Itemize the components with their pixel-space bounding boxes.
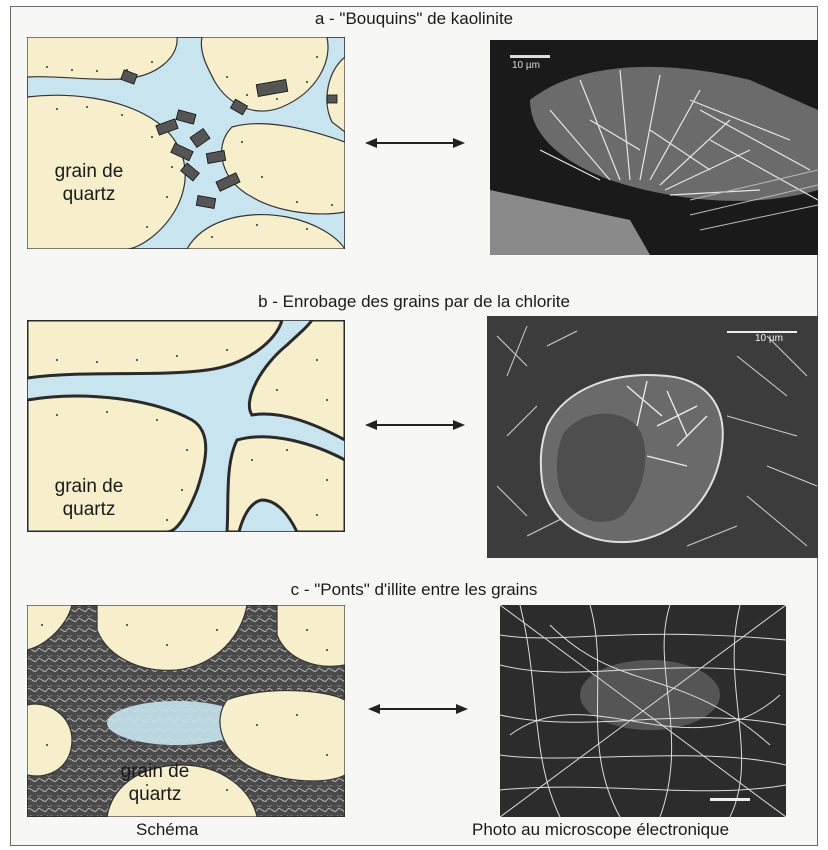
panel-b-sem-photo [487,316,818,558]
grain-label-line-1: grain de [34,160,144,183]
panel-c-title: c - "Ponts" d'illite entre les grains [0,580,828,600]
double-arrow-icon [365,135,465,151]
panel-a-scale-label: 10 µm [512,60,540,71]
grain-label-line-2: quartz [34,498,144,521]
panel-a-sem-photo [490,40,818,255]
panel-b-scale-label: 10 µm [755,333,783,344]
panel-b-title: b - Enrobage des grains par de la chlori… [0,292,828,312]
panel-c-sem-photo [500,605,786,817]
caption-schema: Schéma [136,820,198,840]
grain-label-line-1: grain de [34,475,144,498]
panel-a-grain-label: grain de quartz [34,160,144,206]
double-arrow-icon [365,417,465,433]
caption-photo: Photo au microscope électronique [472,820,729,840]
panel-b-grain-label: grain de quartz [34,475,144,521]
panel-a-schema [27,37,345,249]
grain-label-line-2: quartz [34,183,144,206]
double-arrow-icon [368,701,468,717]
panel-c-grain-label: grain de quartz [100,760,210,806]
grain-label-line-2: quartz [100,783,210,806]
grain-label-line-1: grain de [100,760,210,783]
panel-a-title: a - "Bouquins" de kaolinite [0,9,828,29]
